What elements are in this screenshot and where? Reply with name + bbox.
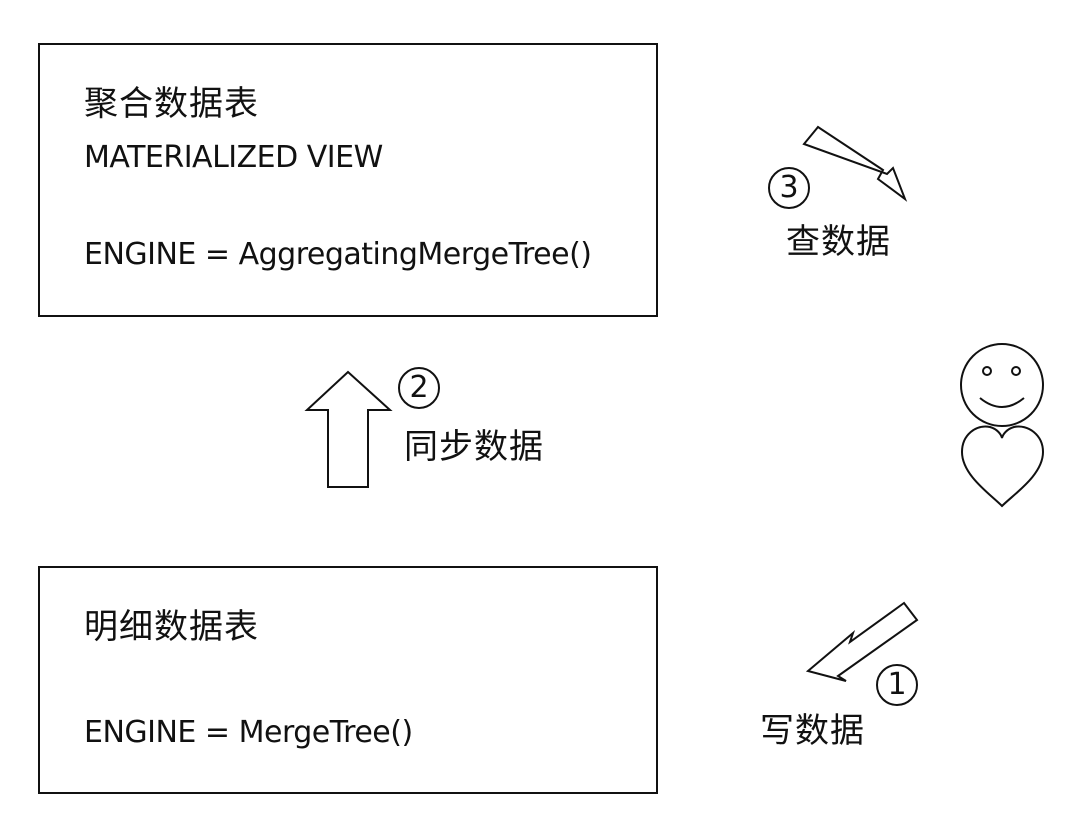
smiley-right-eye bbox=[1011, 366, 1021, 376]
smiley-face bbox=[960, 343, 1044, 427]
smiley-mouth bbox=[979, 397, 1025, 408]
step-1-label: 写数据 bbox=[760, 711, 865, 751]
smiley-left-eye bbox=[982, 366, 992, 376]
step-1-number: 1 bbox=[876, 664, 918, 706]
aggregate-table-box bbox=[38, 43, 658, 317]
arrow-down-left-icon bbox=[805, 601, 919, 682]
arrow-up-icon bbox=[304, 370, 393, 488]
aggregate-table-engine: ENGINE = AggregatingMergeTree() bbox=[84, 237, 592, 272]
step-2-label: 同步数据 bbox=[404, 427, 544, 467]
detail-table-box bbox=[38, 566, 658, 794]
step-2-number: 2 bbox=[398, 367, 440, 409]
heart-icon bbox=[960, 425, 1045, 508]
detail-table-engine: ENGINE = MergeTree() bbox=[84, 715, 413, 750]
aggregate-table-title: 聚合数据表 bbox=[84, 84, 259, 124]
detail-table-title: 明细数据表 bbox=[84, 607, 259, 647]
step-3-label: 查数据 bbox=[786, 222, 891, 262]
smiley-heart-icon bbox=[960, 343, 1045, 508]
aggregate-table-view-type: MATERIALIZED VIEW bbox=[84, 140, 383, 175]
arrow-down-right-icon bbox=[802, 125, 908, 202]
step-3-number: 3 bbox=[768, 167, 810, 209]
